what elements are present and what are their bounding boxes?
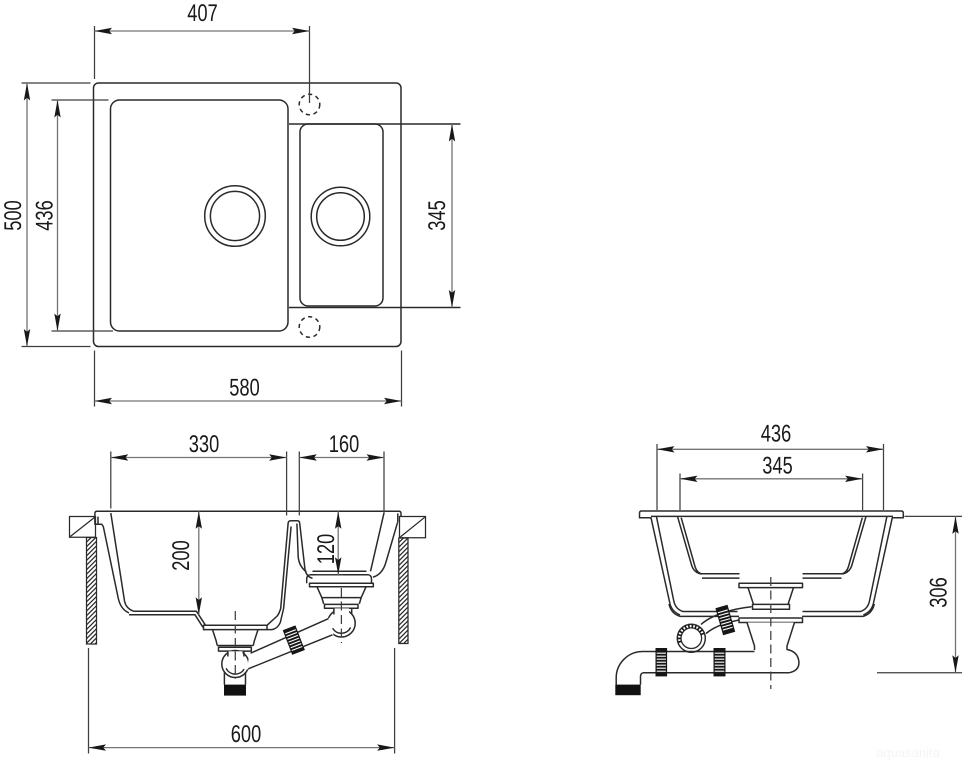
svg-text:aquasanita: aquasanita <box>876 745 940 760</box>
